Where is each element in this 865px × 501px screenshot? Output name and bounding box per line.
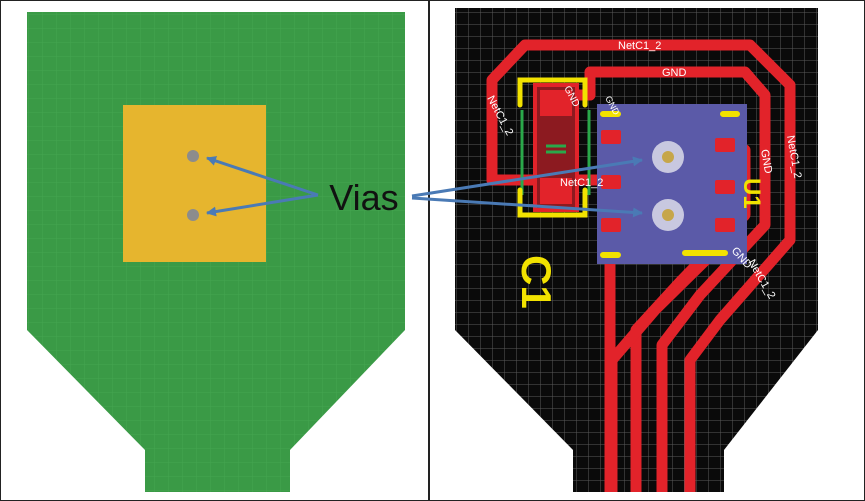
component-u1 (597, 104, 747, 264)
left-panel-board (27, 12, 405, 492)
component-c1 (517, 77, 591, 218)
copper-pad (123, 105, 266, 262)
via-top (187, 150, 199, 162)
ref-c1: C1 (513, 255, 560, 309)
arrow-right-top (411, 156, 643, 198)
c1-pad-bottom (540, 178, 572, 204)
arrow-left-bottom (206, 193, 319, 217)
trace-netc1-2-top (486, 39, 796, 492)
c1-pad-top (540, 90, 572, 116)
u1-silkscreen-marks (600, 111, 740, 258)
c1-silkscreen (517, 77, 588, 218)
callout-arrows (206, 156, 643, 218)
arrow-left-top (206, 156, 319, 197)
label-gnd-top: GND (662, 67, 687, 79)
ref-u1: U1 (738, 178, 765, 209)
label-net-mid: NetC1_2 (560, 177, 603, 189)
label-net-top: NetC1_2 (618, 40, 661, 52)
arrow-right-bottom (411, 196, 643, 218)
label-gnd-right: GND (758, 148, 774, 174)
vias-callout-label: Vias (329, 177, 398, 218)
right-panel-layout: NetC1_2 GND NetC1_2 GND GND NetC1_2 GND … (455, 8, 818, 492)
trace-gnd-top (584, 66, 771, 492)
via-bottom (187, 209, 199, 221)
